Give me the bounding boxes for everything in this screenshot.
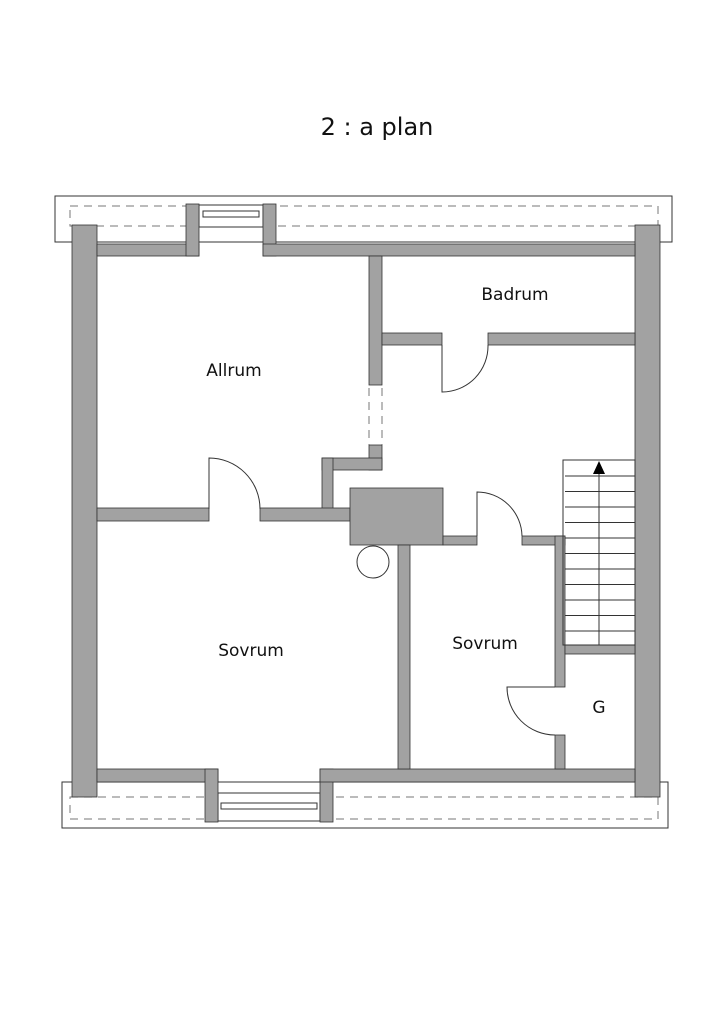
- room-label-sovrum-large: Sovrum: [218, 641, 284, 661]
- plan-title: 2 : a plan: [321, 113, 434, 141]
- interior-walls: [96, 255, 636, 770]
- room-label-sovrum-small: Sovrum: [452, 634, 518, 654]
- staircase[interactable]: [562, 459, 636, 646]
- chimney: [349, 487, 444, 546]
- round-fixture: [356, 545, 390, 579]
- door-g[interactable]: [506, 686, 556, 736]
- bottom-roof-overhang: [61, 781, 669, 829]
- door-badrum[interactable]: [441, 344, 489, 393]
- room-label-g: G: [592, 698, 605, 718]
- room-label-badrum: Badrum: [481, 285, 548, 305]
- exterior-walls: [71, 203, 661, 823]
- room-label-allrum: Allrum: [206, 361, 261, 381]
- open-passage: [368, 388, 383, 445]
- top-roof-overhang: [54, 195, 673, 243]
- top-window: [198, 204, 264, 228]
- bottom-window: [217, 792, 321, 822]
- stair-direction-arrow-icon: [593, 461, 605, 474]
- door-sovrum-small[interactable]: [476, 491, 523, 537]
- door-allrum[interactable]: [208, 457, 261, 510]
